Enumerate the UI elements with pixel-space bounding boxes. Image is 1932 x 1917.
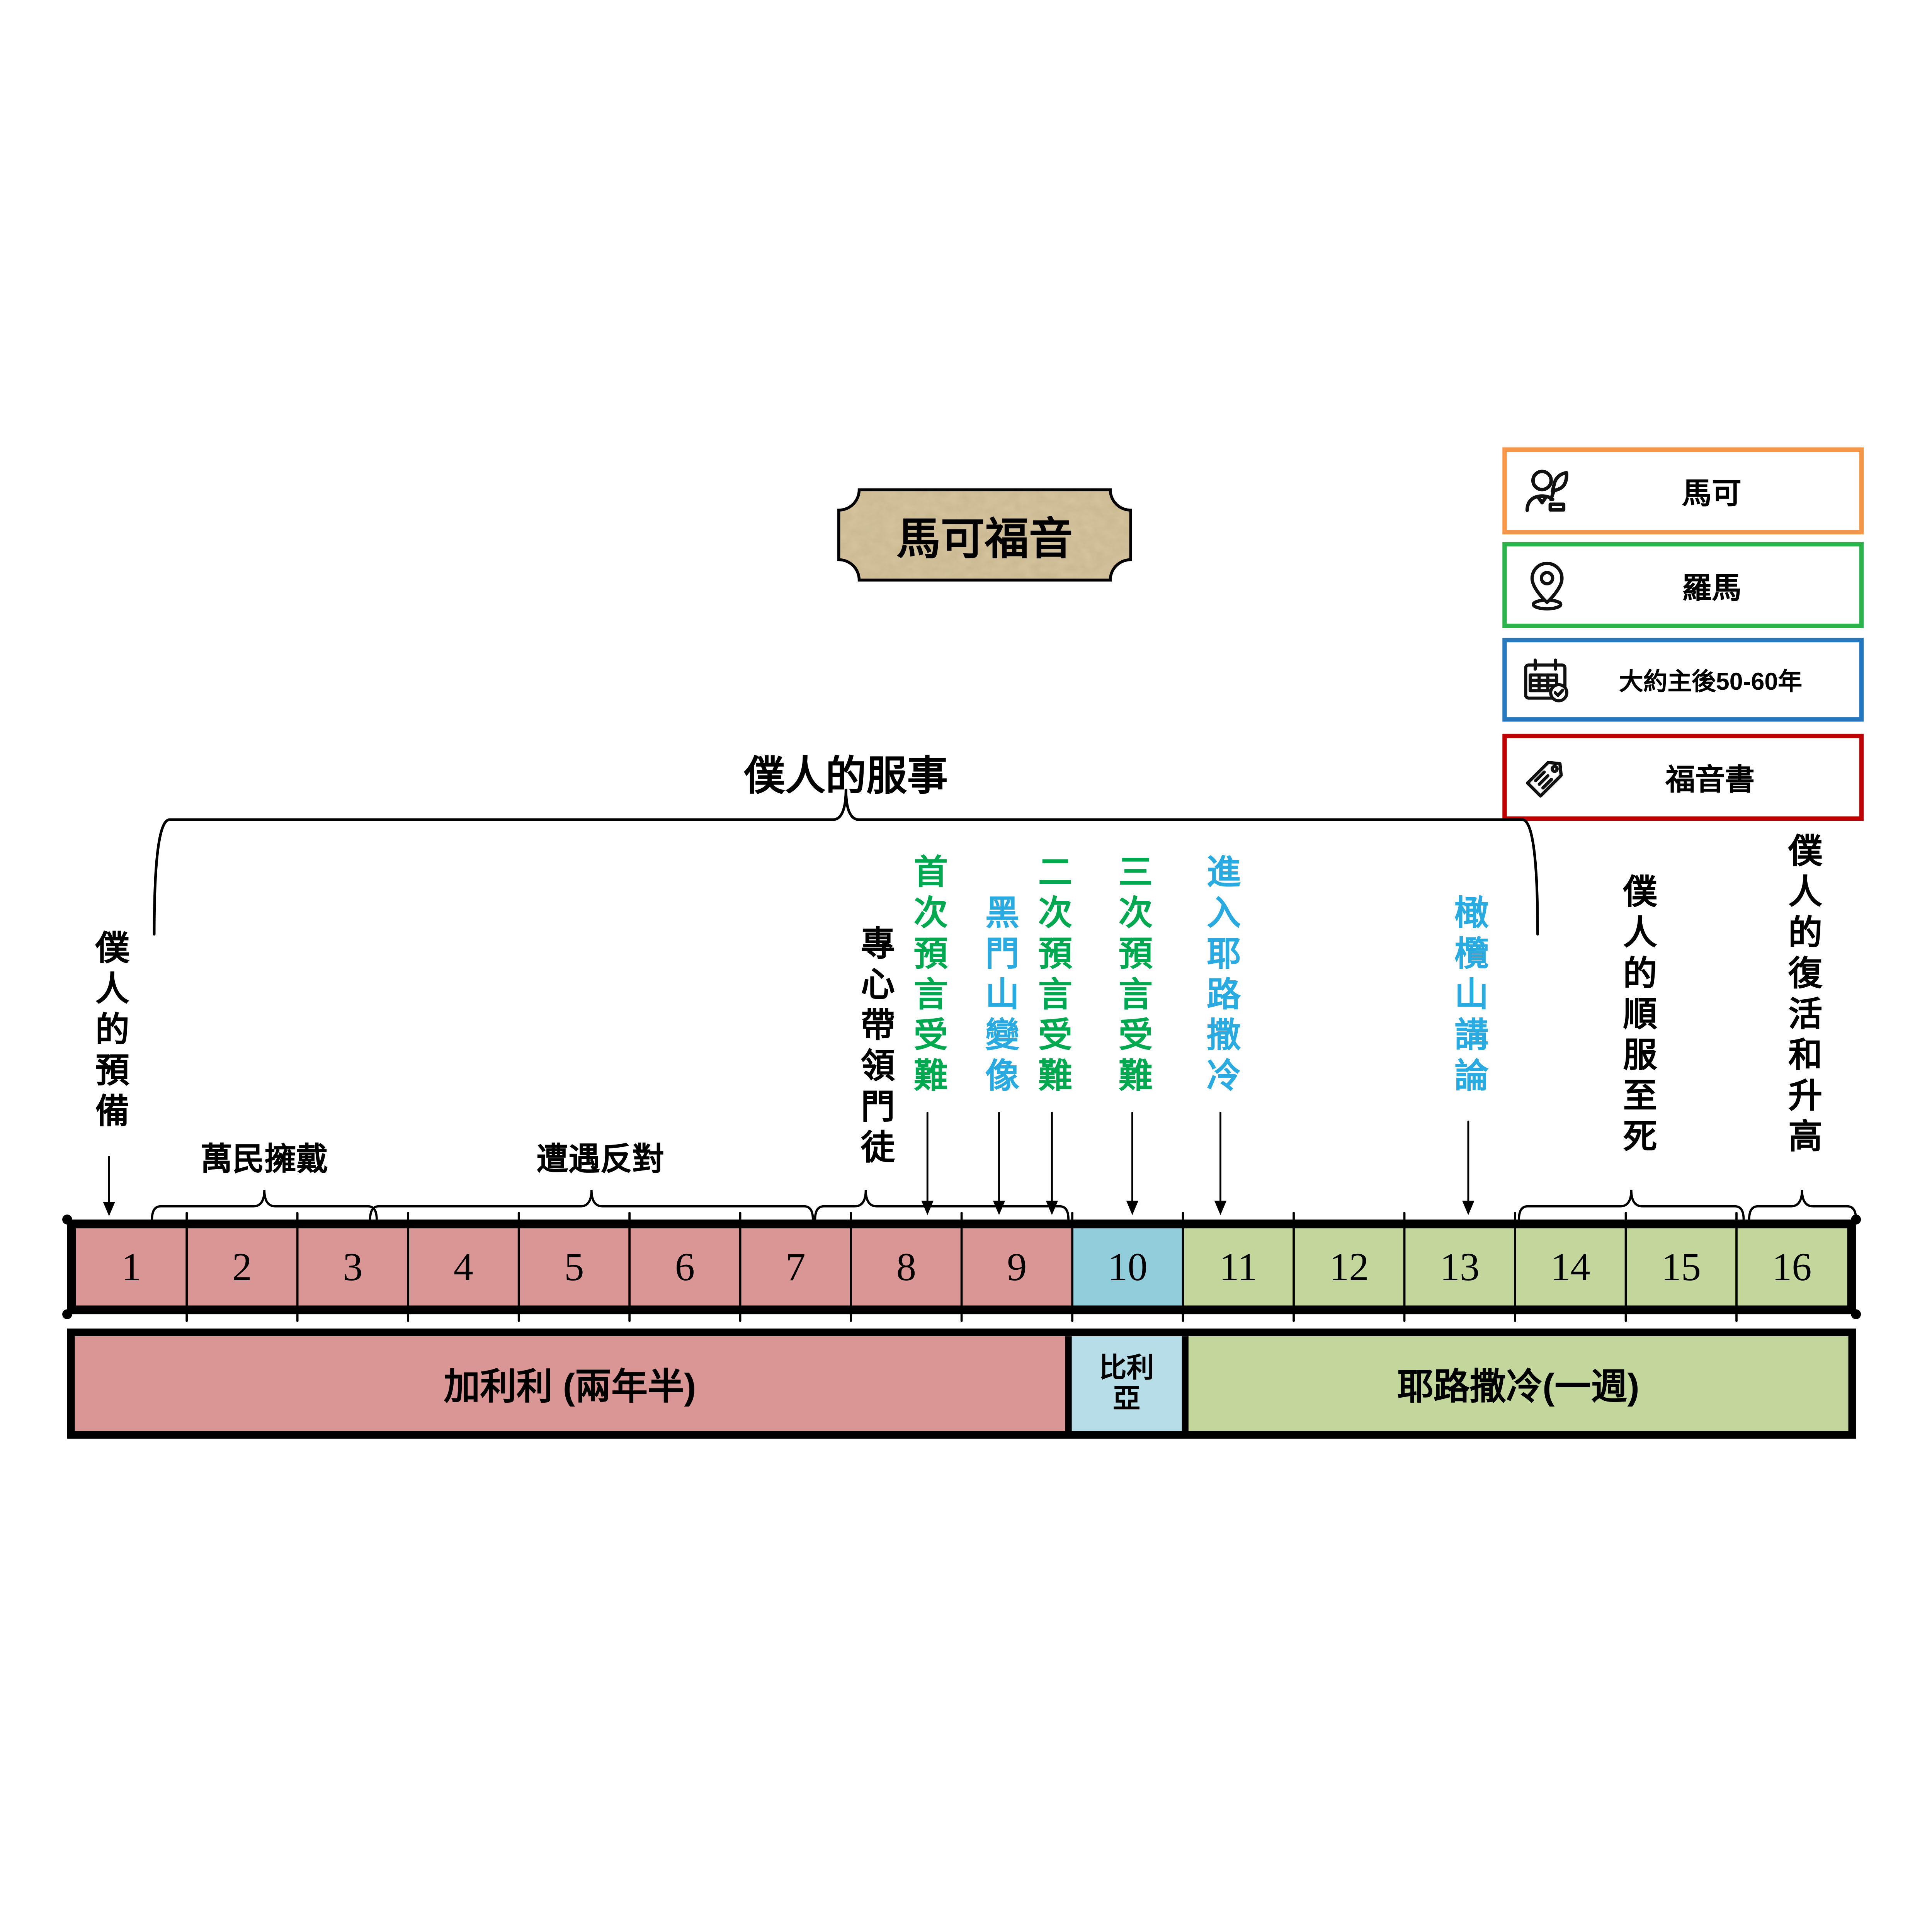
chapter-cell-1: 1 <box>76 1228 187 1306</box>
legend-label: 大約主後50-60年 <box>1619 667 1803 696</box>
phase-label-acclaim: 萬民擁戴 <box>200 1142 328 1178</box>
region-galilee: 加利利 (兩年半) <box>75 1336 1065 1431</box>
legend-item-0: 馬可 <box>1502 447 1864 535</box>
event-arrow-entry-jerusalem-head <box>1214 1201 1227 1215</box>
resurrection-label: 僕人的復活和升高 <box>1782 833 1821 1159</box>
chapter-cell-16: 16 <box>1736 1228 1847 1306</box>
legend-label: 福音書 <box>1665 763 1755 797</box>
chapter-cell-3: 3 <box>297 1228 408 1306</box>
title-plaque: 馬可福音 <box>837 488 1132 582</box>
phase-brace-resurrection <box>1748 1190 1857 1221</box>
page-title: 馬可福音 <box>896 515 1073 564</box>
preparation-arrow-head <box>103 1202 115 1216</box>
legend-item-2: 大約主後50-60年 <box>1502 638 1864 722</box>
tag-icon <box>1521 753 1570 801</box>
chapter-cell-10: 10 <box>1072 1228 1183 1306</box>
event-arrow-second-passion-prediction-head <box>1046 1201 1058 1215</box>
event-label-first-passion-prediction: 首次預言受難 <box>908 854 947 1099</box>
region-perea: 比利亞 <box>1065 1336 1182 1431</box>
event-arrow-transfiguration-head <box>993 1201 1005 1215</box>
region-bar: 加利利 (兩年半) 比利亞 耶路撒冷(一週) <box>67 1328 1856 1439</box>
chapter-cell-4: 4 <box>408 1228 519 1306</box>
chapter-cell-5: 5 <box>519 1228 630 1306</box>
event-label-entry-jerusalem: 進入耶路撒冷 <box>1201 854 1240 1099</box>
chapter-cell-8: 8 <box>851 1228 962 1306</box>
ministry-phase-label: 僕人的服事 <box>744 754 948 799</box>
phase-brace-obedience <box>1518 1190 1745 1221</box>
chapter-cell-13: 13 <box>1404 1228 1515 1306</box>
legend-item-3: 福音書 <box>1502 733 1864 821</box>
chapter-cell-14: 14 <box>1515 1228 1626 1306</box>
calendar-icon <box>1521 655 1571 704</box>
event-label-olivet-discourse: 橄欖山講論 <box>1449 895 1488 1099</box>
phase-label-discipleship: 專心帶領門徒 <box>855 925 894 1170</box>
region-jerusalem: 耶路撒冷(一週) <box>1182 1336 1849 1431</box>
region-perea-label: 比利亞 <box>1099 1353 1154 1415</box>
chapter-cell-12: 12 <box>1294 1228 1405 1306</box>
author-icon <box>1521 465 1573 517</box>
event-label-second-passion-prediction: 二次預言受難 <box>1032 854 1071 1099</box>
region-jerusalem-label: 耶路撒冷(一週) <box>1397 1366 1639 1407</box>
phase-brace-acclaim <box>151 1190 378 1221</box>
chapter-cell-9: 9 <box>961 1228 1073 1306</box>
obedience-label: 僕人的順服至死 <box>1617 874 1656 1159</box>
event-arrow-first-passion-prediction-head <box>921 1201 934 1215</box>
region-galilee-label: 加利利 (兩年半) <box>444 1366 696 1407</box>
chapter-cell-11: 11 <box>1183 1228 1294 1306</box>
plaque-shape-icon <box>837 488 1132 582</box>
event-label-transfiguration: 黑門山變像 <box>980 895 1019 1099</box>
event-arrow-third-passion-prediction-head <box>1126 1201 1139 1215</box>
event-arrow-olivet-discourse-head <box>1462 1201 1475 1215</box>
legend-label: 馬可 <box>1682 477 1742 510</box>
event-label-third-passion-prediction: 三次預言受難 <box>1113 854 1152 1099</box>
phase-brace-opposition <box>369 1190 814 1221</box>
chapter-cell-15: 15 <box>1626 1228 1737 1306</box>
legend-item-1: 羅馬 <box>1502 542 1864 628</box>
chapter-cell-2: 2 <box>187 1228 298 1306</box>
legend-label: 羅馬 <box>1682 571 1742 605</box>
ministry-brace <box>153 789 1539 936</box>
preparation-label: 僕人的預備 <box>90 930 129 1134</box>
chapter-cell-6: 6 <box>629 1228 740 1306</box>
phase-label-opposition: 遭遇反對 <box>536 1142 664 1178</box>
location-pin-icon <box>1521 559 1573 611</box>
phase-brace-discipleship <box>814 1190 1070 1221</box>
chapter-cell-7: 7 <box>740 1228 851 1306</box>
